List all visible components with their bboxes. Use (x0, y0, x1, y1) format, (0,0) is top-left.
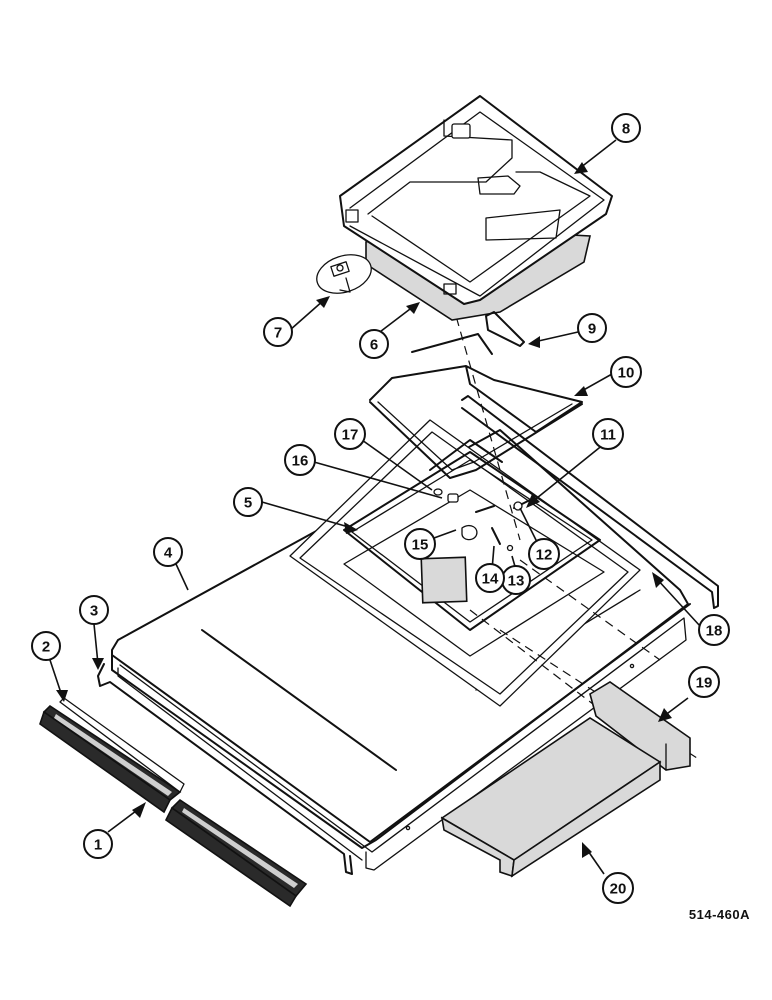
callout-12: 12 (528, 538, 560, 570)
callout-10: 10 (610, 356, 642, 388)
svg-text:13: 13 (508, 573, 525, 590)
leader-lines (49, 139, 701, 875)
part-rod-front (97, 663, 353, 875)
part-insulation-block (440, 717, 662, 878)
svg-text:4: 4 (164, 545, 173, 562)
svg-text:18: 18 (706, 623, 723, 640)
callout-2: 2 (31, 631, 61, 661)
callout-7: 7 (263, 317, 293, 347)
part-seat-pan (339, 95, 613, 305)
svg-text:11: 11 (600, 427, 616, 444)
svg-text:19: 19 (696, 675, 713, 692)
callout-15: 15 (404, 528, 436, 560)
svg-text:9: 9 (588, 321, 596, 338)
small-hardware (433, 488, 531, 552)
callout-1: 1 (83, 829, 113, 859)
svg-text:16: 16 (292, 453, 309, 470)
callout-4: 4 (153, 537, 183, 567)
svg-text:12: 12 (536, 547, 553, 564)
callout-17: 17 (334, 418, 366, 450)
part-grille-left (39, 697, 185, 814)
svg-text:8: 8 (622, 121, 630, 138)
callout-14: 14 (475, 563, 505, 593)
part-insulation-strip (589, 681, 691, 771)
callouts: 1 2 3 4 5 6 7 8 9 10 11 12 13 14 15 16 1… (31, 113, 730, 904)
figure-reference: 514-460A (688, 907, 750, 922)
callout-3: 3 (79, 595, 109, 625)
part-grille-right (164, 798, 308, 908)
svg-text:15: 15 (412, 537, 429, 554)
callout-20: 20 (602, 872, 634, 904)
svg-text:1: 1 (94, 837, 102, 854)
part-inner-frame (343, 439, 605, 657)
svg-text:17: 17 (342, 427, 359, 444)
svg-text:20: 20 (610, 881, 627, 898)
part-rod-right (461, 395, 719, 609)
callout-16: 16 (284, 444, 316, 476)
part-latch-detail (316, 254, 372, 294)
svg-text:10: 10 (618, 365, 635, 382)
svg-text:14: 14 (482, 571, 499, 588)
callout-5: 5 (233, 487, 263, 517)
part-tube-frame (369, 333, 583, 479)
svg-text:2: 2 (42, 639, 50, 656)
callout-13: 13 (501, 565, 531, 595)
callout-8: 8 (611, 113, 641, 143)
callout-18: 18 (698, 614, 730, 646)
svg-text:5: 5 (244, 495, 252, 512)
callout-9: 9 (577, 313, 607, 343)
callout-11: 11 (592, 418, 624, 450)
callout-19: 19 (688, 666, 720, 698)
part-handle (485, 311, 525, 347)
callout-6: 6 (359, 329, 389, 359)
svg-text:3: 3 (90, 603, 98, 620)
svg-text:7: 7 (274, 325, 282, 342)
svg-text:6: 6 (370, 337, 378, 354)
